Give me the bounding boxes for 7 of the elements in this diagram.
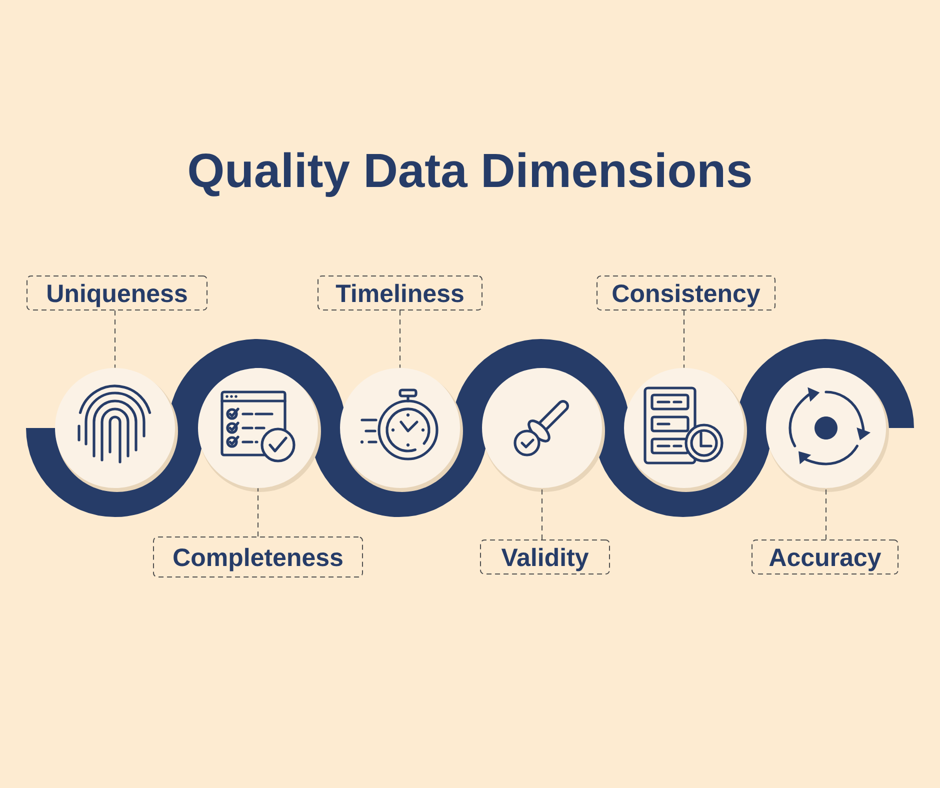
label-box: Validity bbox=[480, 540, 610, 574]
label-box: Timeliness bbox=[318, 276, 482, 310]
label-box: Consistency bbox=[596, 276, 776, 310]
title: Quality Data Dimensions bbox=[189, 152, 751, 197]
label-box: Accuracy bbox=[752, 540, 898, 574]
label-box: Completeness bbox=[153, 536, 363, 578]
label-box: Uniqueness bbox=[26, 276, 208, 310]
